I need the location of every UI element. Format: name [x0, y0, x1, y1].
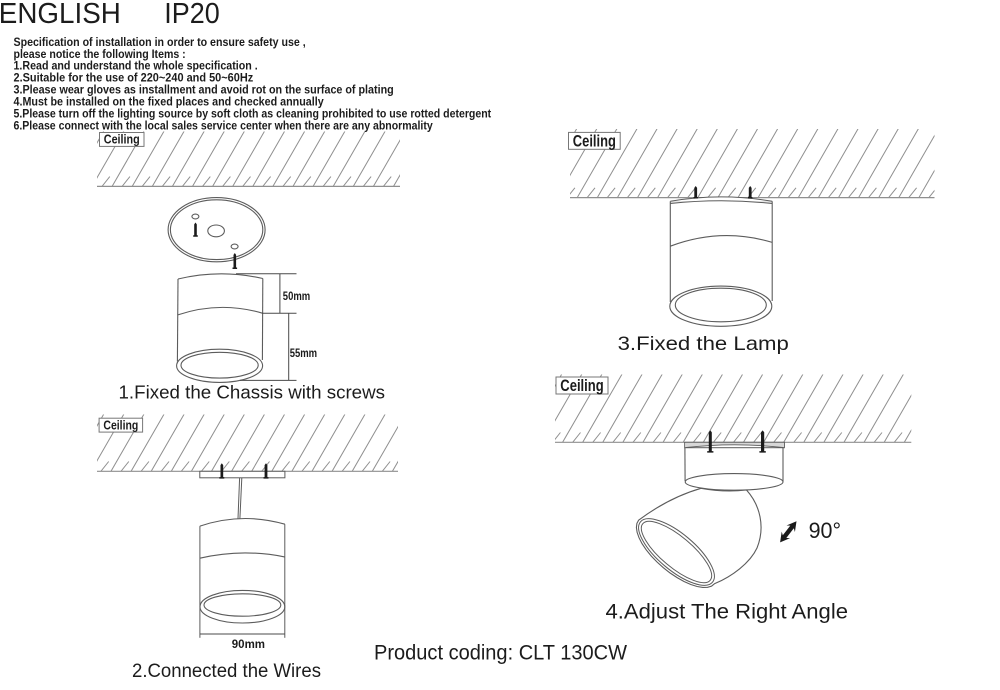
svg-text:Product coding: CLT 130CW: Product coding: CLT 130CW: [374, 642, 627, 665]
svg-text:1.Fixed the Chassis with screw: 1.Fixed the Chassis with screws: [119, 382, 386, 402]
svg-text:ENGLISH: ENGLISH: [0, 0, 121, 30]
svg-text:55mm: 55mm: [290, 346, 317, 360]
svg-text:Ceiling: Ceiling: [573, 133, 616, 151]
svg-text:Specification of installation: Specification of installation in order t…: [14, 35, 306, 49]
svg-text:50mm: 50mm: [283, 289, 310, 303]
svg-text:IP20: IP20: [164, 0, 220, 30]
svg-text:2.Connected the Wires: 2.Connected the Wires: [132, 660, 321, 682]
svg-text:90mm: 90mm: [232, 637, 265, 651]
svg-text:1.Read and understand the whol: 1.Read and understand the whole specific…: [14, 59, 258, 73]
svg-text:5.Please turn off the lighting: 5.Please turn off the lighting source by…: [14, 107, 492, 121]
svg-text:Ceiling: Ceiling: [560, 377, 603, 395]
svg-text:6.Please connect with the loca: 6.Please connect with the local sales se…: [14, 119, 433, 133]
svg-text:Ceiling: Ceiling: [104, 132, 140, 147]
svg-text:4.Adjust The Right Angle: 4.Adjust The Right Angle: [606, 601, 849, 624]
svg-text:3.Fixed the Lamp: 3.Fixed the Lamp: [618, 333, 789, 355]
svg-text:Ceiling: Ceiling: [103, 417, 138, 432]
svg-text:please notice the following It: please notice the following Items :: [14, 47, 186, 61]
svg-text:3.Please wear gloves as instal: 3.Please wear gloves as installment and …: [14, 83, 394, 97]
svg-text:90°: 90°: [809, 518, 842, 543]
svg-text:4.Must be installed on the fix: 4.Must be installed on the fixed places …: [14, 95, 324, 109]
svg-text:2.Suitable for the use of 220~: 2.Suitable for the use of 220~240 and 50…: [14, 71, 254, 85]
